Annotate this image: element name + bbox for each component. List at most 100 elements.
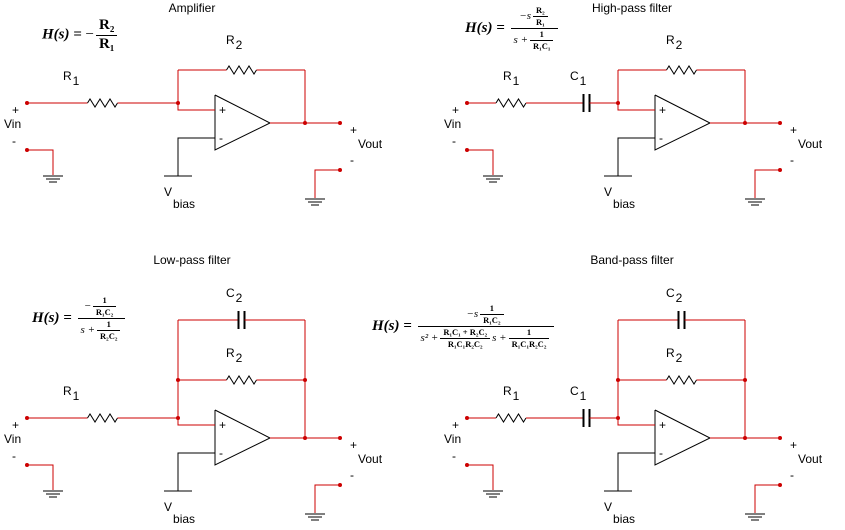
op-amp-minus: - (219, 131, 223, 145)
wire (467, 464, 494, 490)
vin-label: Vin (4, 432, 21, 446)
label-r2: R2 (666, 346, 683, 365)
circuit-title: Band-pass filter (590, 253, 673, 267)
wire (27, 464, 54, 490)
vout-terminal (778, 121, 782, 125)
vin-label: Vin (4, 117, 21, 131)
op-amp-plus: + (219, 418, 226, 432)
vin-plus: + (12, 418, 19, 432)
op-amp-minus: - (659, 446, 663, 460)
vin-minus: - (452, 134, 456, 148)
label-c1: C1 (570, 384, 587, 403)
wire (467, 149, 494, 175)
label-r2: R2 (226, 33, 243, 52)
label-r2: R2 (666, 33, 683, 52)
vout-terminal (778, 436, 782, 440)
op-amp-plus: + (659, 103, 666, 117)
op-amp-minus: - (219, 446, 223, 460)
vbias-wire (617, 137, 655, 176)
resistor-r1 (495, 413, 527, 423)
label-vbias: Vbias (604, 500, 635, 526)
vout-plus: + (350, 438, 357, 452)
circuit-title: Low-pass filter (153, 253, 230, 267)
formula-lhs: H(s) = (372, 317, 412, 334)
wire (314, 484, 340, 513)
vout-plus: + (790, 123, 797, 137)
vin-label: Vin (444, 117, 461, 131)
formula-lhs: H(s) = (465, 19, 505, 36)
vout-minus: - (790, 153, 794, 167)
vout-terminal (338, 436, 342, 440)
resistor-r2 (226, 375, 257, 385)
node-dot (743, 436, 747, 440)
op-amp (214, 409, 272, 466)
vbias-wire (617, 452, 655, 491)
op-amp (214, 94, 272, 151)
op-amp-plus: + (219, 103, 226, 117)
wire (617, 418, 655, 426)
wire (314, 169, 340, 198)
label-c1: C1 (570, 69, 587, 88)
wire (177, 103, 215, 111)
vbias-wire (177, 137, 215, 176)
op-amp (654, 94, 712, 151)
node-dot (303, 121, 307, 125)
label-r1: R1 (63, 384, 80, 403)
formula-lhs: H(s) = (42, 26, 82, 43)
vbias-wire (177, 452, 215, 491)
vout-plus: + (350, 123, 357, 137)
label-r1: R1 (503, 384, 520, 403)
vin-label: Vin (444, 432, 461, 446)
vout-label: Vout (798, 452, 823, 466)
vin-plus: + (452, 103, 459, 117)
formula-sign: − (85, 26, 95, 43)
label-r1: R1 (503, 69, 520, 88)
resistor-r1 (87, 413, 118, 423)
resistor-r1 (87, 98, 118, 108)
wire (27, 149, 54, 175)
wire (754, 484, 780, 513)
vout-label: Vout (358, 452, 383, 466)
formula-denominator: R₁ (99, 35, 115, 52)
resistor-r2 (666, 375, 697, 385)
node-dot (743, 121, 747, 125)
label-vbias: Vbias (164, 500, 195, 526)
op-amp-plus: + (659, 418, 666, 432)
formula-numerator: R₂ (96, 17, 118, 36)
wire (177, 418, 215, 426)
resistor-r2 (666, 65, 697, 75)
resistor-r2 (226, 65, 257, 75)
op-amp-minus: - (659, 131, 663, 145)
vout-plus: + (790, 438, 797, 452)
formula-lhs: H(s) = (32, 309, 72, 326)
vout-minus: - (790, 468, 794, 482)
vout-minus: - (350, 153, 354, 167)
wire (754, 169, 780, 198)
vin-plus: + (12, 103, 19, 117)
label-r2: R2 (226, 346, 243, 365)
circuit-title: High-pass filter (592, 1, 672, 15)
vout-label: Vout (798, 137, 823, 151)
label-vbias: Vbias (164, 185, 195, 211)
vin-minus: - (12, 449, 16, 463)
resistor-r1 (495, 98, 527, 108)
vout-minus: - (350, 468, 354, 482)
label-vbias: Vbias (604, 185, 635, 211)
vin-plus: + (452, 418, 459, 432)
node-dot (303, 436, 307, 440)
